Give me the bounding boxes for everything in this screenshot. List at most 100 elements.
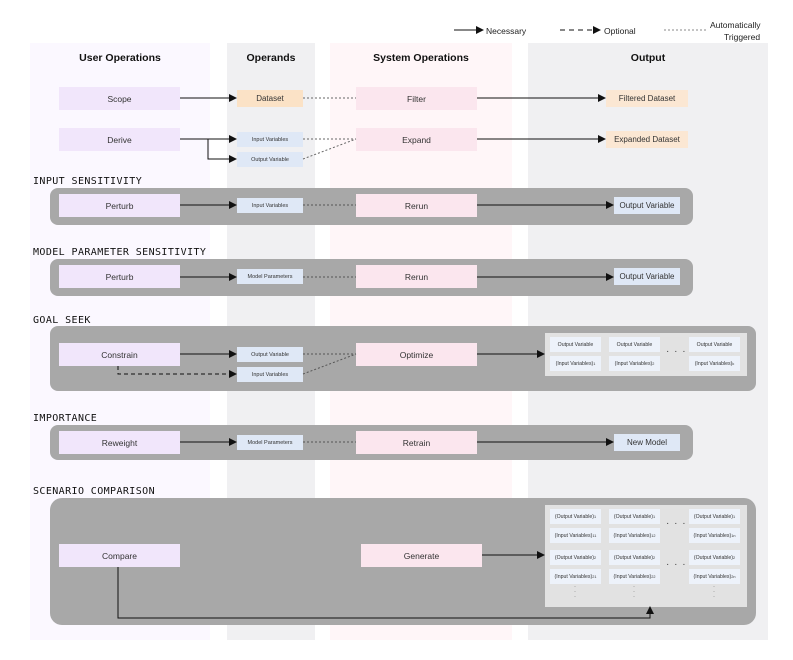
result-input-cell: (Input Variables)2	[609, 356, 660, 371]
result-input-cell: (Input Variables)k	[689, 356, 740, 371]
header-operands: Operands	[246, 52, 296, 64]
rerun-node: Rerun	[356, 194, 477, 217]
header-output: Output	[630, 52, 666, 64]
legend-auto-label-2: Triggered	[724, 32, 761, 42]
result-input-subscript: 1	[593, 361, 596, 366]
legend-necessary-label: Necessary	[486, 26, 527, 36]
scenario-output-cell: (Output Variable)2	[550, 550, 601, 565]
cell-subscript: 1	[733, 514, 736, 519]
header-user-operations: User Operations	[79, 52, 161, 64]
section-title-input-sensitivity: INPUT SENSITIVITY	[33, 176, 143, 187]
constrain-node: Constrain	[59, 343, 180, 366]
section-title-scenario: SCENARIO COMPARISON	[33, 486, 155, 497]
new-model-node: New Model	[614, 434, 680, 451]
scenario-output-cell: (Output Variable)1	[550, 509, 601, 524]
cell-label: (Input Variables)	[693, 573, 732, 580]
dataset-node: Dataset	[237, 90, 303, 107]
scenario-input-cell: (Input Variables)11	[550, 528, 601, 543]
result-input-cell: (Input Variables)1	[550, 356, 601, 371]
cell-subscript: 2	[653, 555, 656, 560]
output-variable-node: Output Variable	[614, 197, 680, 214]
cell-label: (Output Variable)	[554, 513, 594, 520]
reweight-node: Reweight	[59, 431, 180, 454]
goal-seek-results-grid: Output Variable Output Variable Output V…	[545, 333, 747, 376]
output-variable-node: Output Variable	[237, 347, 303, 362]
scenario-input-cell: (Input Variables)1n	[689, 528, 740, 543]
section-title-importance: IMPORTANCE	[33, 413, 98, 424]
section-title-goal-seek: GOAL SEEK	[33, 315, 91, 326]
result-input-subscript: k	[732, 361, 735, 366]
generate-node: Generate	[361, 544, 482, 567]
cell-subscript: 12	[651, 533, 656, 538]
model-parameters-node: Model Parameters	[237, 435, 303, 450]
filtered-dataset-node: Filtered Dataset	[606, 90, 688, 107]
input-variables-node: Input Variables	[237, 132, 303, 147]
legend-auto-label-1: Automatically	[710, 20, 761, 30]
result-output-cell: Output Variable	[609, 337, 660, 352]
cell-subscript: 21	[592, 574, 597, 579]
cell-subscript: 22	[651, 574, 656, 579]
arrow-compare-results	[117, 567, 654, 619]
result-output-cell: Output Variable	[689, 337, 740, 352]
cell-label: (Output Variable)	[613, 513, 653, 520]
filter-node: Filter	[356, 87, 477, 110]
input-variables-node: Input Variables	[237, 367, 303, 382]
derive-node: Derive	[59, 128, 180, 151]
rerun-node: Rerun	[356, 265, 477, 288]
result-input-label: (Input Variables)	[555, 360, 594, 367]
cell-label: (Input Variables)	[554, 532, 593, 539]
vertical-ellipsis: · · ·	[713, 584, 715, 600]
output-variable-node: Output Variable	[237, 152, 303, 167]
auto-input-optimize	[302, 353, 357, 375]
ellipsis: · · ·	[666, 346, 687, 357]
output-variable-node: Output Variable	[614, 268, 680, 285]
perturb-node: Perturb	[59, 265, 180, 288]
cell-subscript: 1n	[731, 533, 736, 538]
cell-label: (Input Variables)	[693, 532, 732, 539]
cell-subscript: 11	[592, 533, 597, 538]
scenario-input-cell: (Input Variables)21	[550, 569, 601, 584]
expanded-dataset-node: Expanded Dataset	[606, 131, 688, 148]
ellipsis: · · ·	[666, 559, 687, 570]
vertical-ellipsis: · · ·	[574, 584, 576, 600]
scenario-output-cell: (Output Variable)1	[689, 509, 740, 524]
cell-subscript: 2	[594, 555, 597, 560]
scenario-input-cell: (Input Variables)12	[609, 528, 660, 543]
optional-constrain-input	[117, 366, 237, 378]
retrain-node: Retrain	[356, 431, 477, 454]
input-variables-node: Input Variables	[237, 198, 303, 213]
vertical-ellipsis: · · ·	[633, 584, 635, 600]
scenario-output-cell: (Output Variable)2	[689, 550, 740, 565]
cell-subscript: 2n	[731, 574, 736, 579]
compare-node: Compare	[59, 544, 180, 567]
result-input-subscript: 2	[652, 361, 655, 366]
model-parameters-node: Model Parameters	[237, 269, 303, 284]
scenario-input-cell: (Input Variables)22	[609, 569, 660, 584]
legend-optional-label: Optional	[604, 26, 636, 36]
cell-label: (Input Variables)	[554, 573, 593, 580]
scenario-input-cell: (Input Variables)2n	[689, 569, 740, 584]
result-input-label: (Input Variables)	[694, 360, 733, 367]
cell-label: (Output Variable)	[554, 554, 594, 561]
scenario-output-cell: (Output Variable)2	[609, 550, 660, 565]
ellipsis: · · ·	[666, 518, 687, 529]
scope-node: Scope	[59, 87, 180, 110]
cell-subscript: 2	[733, 555, 736, 560]
cell-label: (Output Variable)	[613, 554, 653, 561]
scenario-output-cell: (Output Variable)1	[609, 509, 660, 524]
expand-node: Expand	[356, 128, 477, 151]
cell-label: (Input Variables)	[613, 532, 652, 539]
cell-subscript: 1	[594, 514, 597, 519]
header-system-operations: System Operations	[373, 52, 469, 64]
cell-label: (Output Variable)	[693, 513, 733, 520]
result-input-label: (Input Variables)	[614, 360, 653, 367]
auto-output-expand	[302, 138, 357, 160]
perturb-node: Perturb	[59, 194, 180, 217]
cell-label: (Output Variable)	[693, 554, 733, 561]
arrow-derive-output	[207, 139, 237, 163]
cell-label: (Input Variables)	[613, 573, 652, 580]
cell-subscript: 1	[653, 514, 656, 519]
optimize-node: Optimize	[356, 343, 477, 366]
